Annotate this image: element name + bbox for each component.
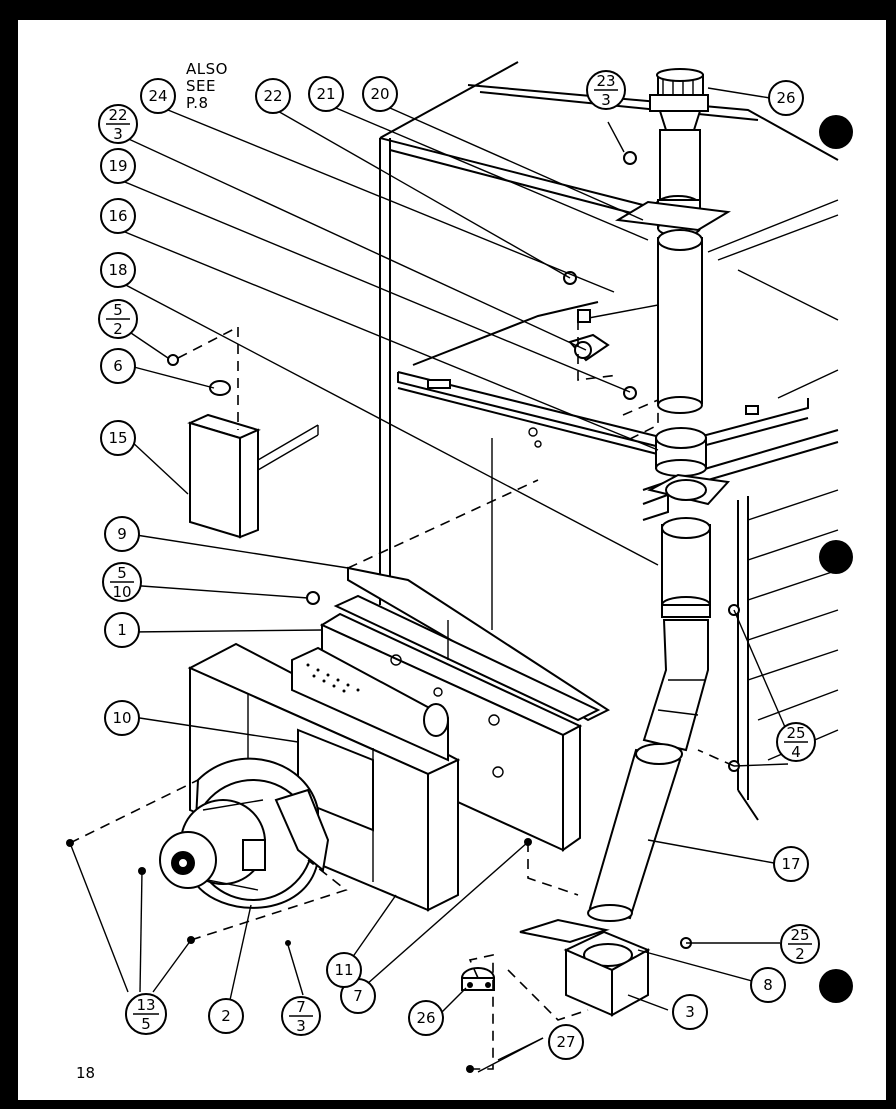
callout-9: 9 [104, 516, 140, 552]
svg-text:1: 1 [117, 621, 127, 639]
explode-lines [69, 320, 735, 1070]
part-15-box [167, 354, 319, 539]
svg-text:22: 22 [263, 87, 282, 105]
svg-text:16: 16 [108, 207, 127, 225]
svg-text:26: 26 [776, 89, 795, 107]
svg-text:21: 21 [316, 85, 335, 103]
burner-ports [306, 663, 360, 693]
svg-text:10: 10 [112, 583, 131, 601]
vent-pipe-assembly [587, 68, 731, 922]
callout-5-10: 5 10 [102, 562, 142, 602]
svg-text:5: 5 [113, 301, 123, 319]
heat-exchanger [306, 566, 611, 852]
annotation-also: ALSO [186, 60, 228, 78]
callout-23-3: 23 3 [586, 70, 626, 110]
svg-text:9: 9 [117, 525, 127, 543]
svg-text:7: 7 [353, 987, 363, 1005]
exploded-parts-diagram: ALSO SEE P.8 24 22 21 20 23 3 26 22 3 19… [66, 60, 853, 1073]
annotation-see: SEE [186, 77, 216, 95]
callout-1: 1 [104, 612, 140, 648]
callout-7-3: 7 3 [281, 996, 321, 1036]
svg-text:3: 3 [113, 125, 123, 143]
svg-text:24: 24 [148, 87, 167, 105]
callout-16: 16 [100, 198, 136, 234]
callout-26-bottom: 26 [408, 1000, 444, 1036]
callout-21: 21 [308, 76, 344, 112]
svg-text:3: 3 [296, 1017, 306, 1035]
callout-20: 20 [362, 76, 398, 112]
leader-lines [69, 87, 789, 1073]
callout-3: 3 [672, 994, 708, 1030]
callout-6: 6 [100, 348, 136, 384]
callout-18: 18 [100, 252, 136, 288]
svg-text:3: 3 [601, 91, 611, 109]
callout-17: 17 [773, 846, 809, 882]
svg-text:3: 3 [685, 1003, 695, 1021]
annotation-page: P.8 [186, 94, 209, 112]
registration-dot [819, 540, 853, 574]
svg-text:13: 13 [136, 996, 155, 1014]
svg-text:18: 18 [108, 261, 127, 279]
callout-11: 11 [326, 952, 362, 988]
callout-5-2: 5 2 [98, 299, 138, 339]
callout-22: 22 [255, 78, 291, 114]
callout-22-3: 22 3 [98, 104, 138, 144]
svg-text:22: 22 [108, 106, 127, 124]
blower-motor [159, 757, 330, 909]
svg-text:2: 2 [221, 1007, 231, 1025]
svg-text:25: 25 [786, 724, 805, 742]
pressure-switch [563, 151, 637, 400]
svg-text:17: 17 [781, 855, 800, 873]
callout-15: 15 [100, 420, 136, 456]
svg-text:15: 15 [108, 429, 127, 447]
svg-text:8: 8 [763, 976, 773, 994]
svg-text:19: 19 [108, 157, 127, 175]
limit-switch [461, 967, 495, 991]
parts-diagram-page: ALSO SEE P.8 24 22 21 20 23 3 26 22 3 19… [18, 20, 886, 1100]
callout-25-2: 25 2 [780, 924, 820, 964]
svg-text:6: 6 [113, 357, 123, 375]
callout-10: 10 [104, 700, 140, 736]
callout-26-top: 26 [768, 80, 804, 116]
callout-24: 24 [140, 78, 176, 114]
svg-text:27: 27 [556, 1033, 575, 1051]
svg-text:20: 20 [370, 85, 389, 103]
svg-text:4: 4 [791, 743, 801, 761]
svg-text:2: 2 [795, 945, 805, 963]
callout-19: 19 [100, 148, 136, 184]
callout-7: 7 [340, 978, 376, 1014]
svg-text:5: 5 [141, 1015, 151, 1033]
svg-text:11: 11 [334, 961, 353, 979]
registration-dot [819, 115, 853, 149]
svg-text:23: 23 [596, 72, 615, 90]
callout-13-5: 13 5 [125, 993, 167, 1035]
callout-27: 27 [548, 1024, 584, 1060]
registration-dot [819, 969, 853, 1003]
svg-text:7: 7 [296, 998, 306, 1016]
svg-text:26: 26 [416, 1009, 435, 1027]
callout-8: 8 [750, 967, 786, 1003]
page-number: 18 [76, 1064, 96, 1082]
callout-25-4: 25 4 [776, 722, 816, 762]
svg-text:2: 2 [113, 320, 123, 338]
svg-text:10: 10 [112, 709, 131, 727]
svg-text:5: 5 [117, 564, 127, 582]
callout-2: 2 [208, 998, 244, 1034]
svg-text:25: 25 [790, 926, 809, 944]
